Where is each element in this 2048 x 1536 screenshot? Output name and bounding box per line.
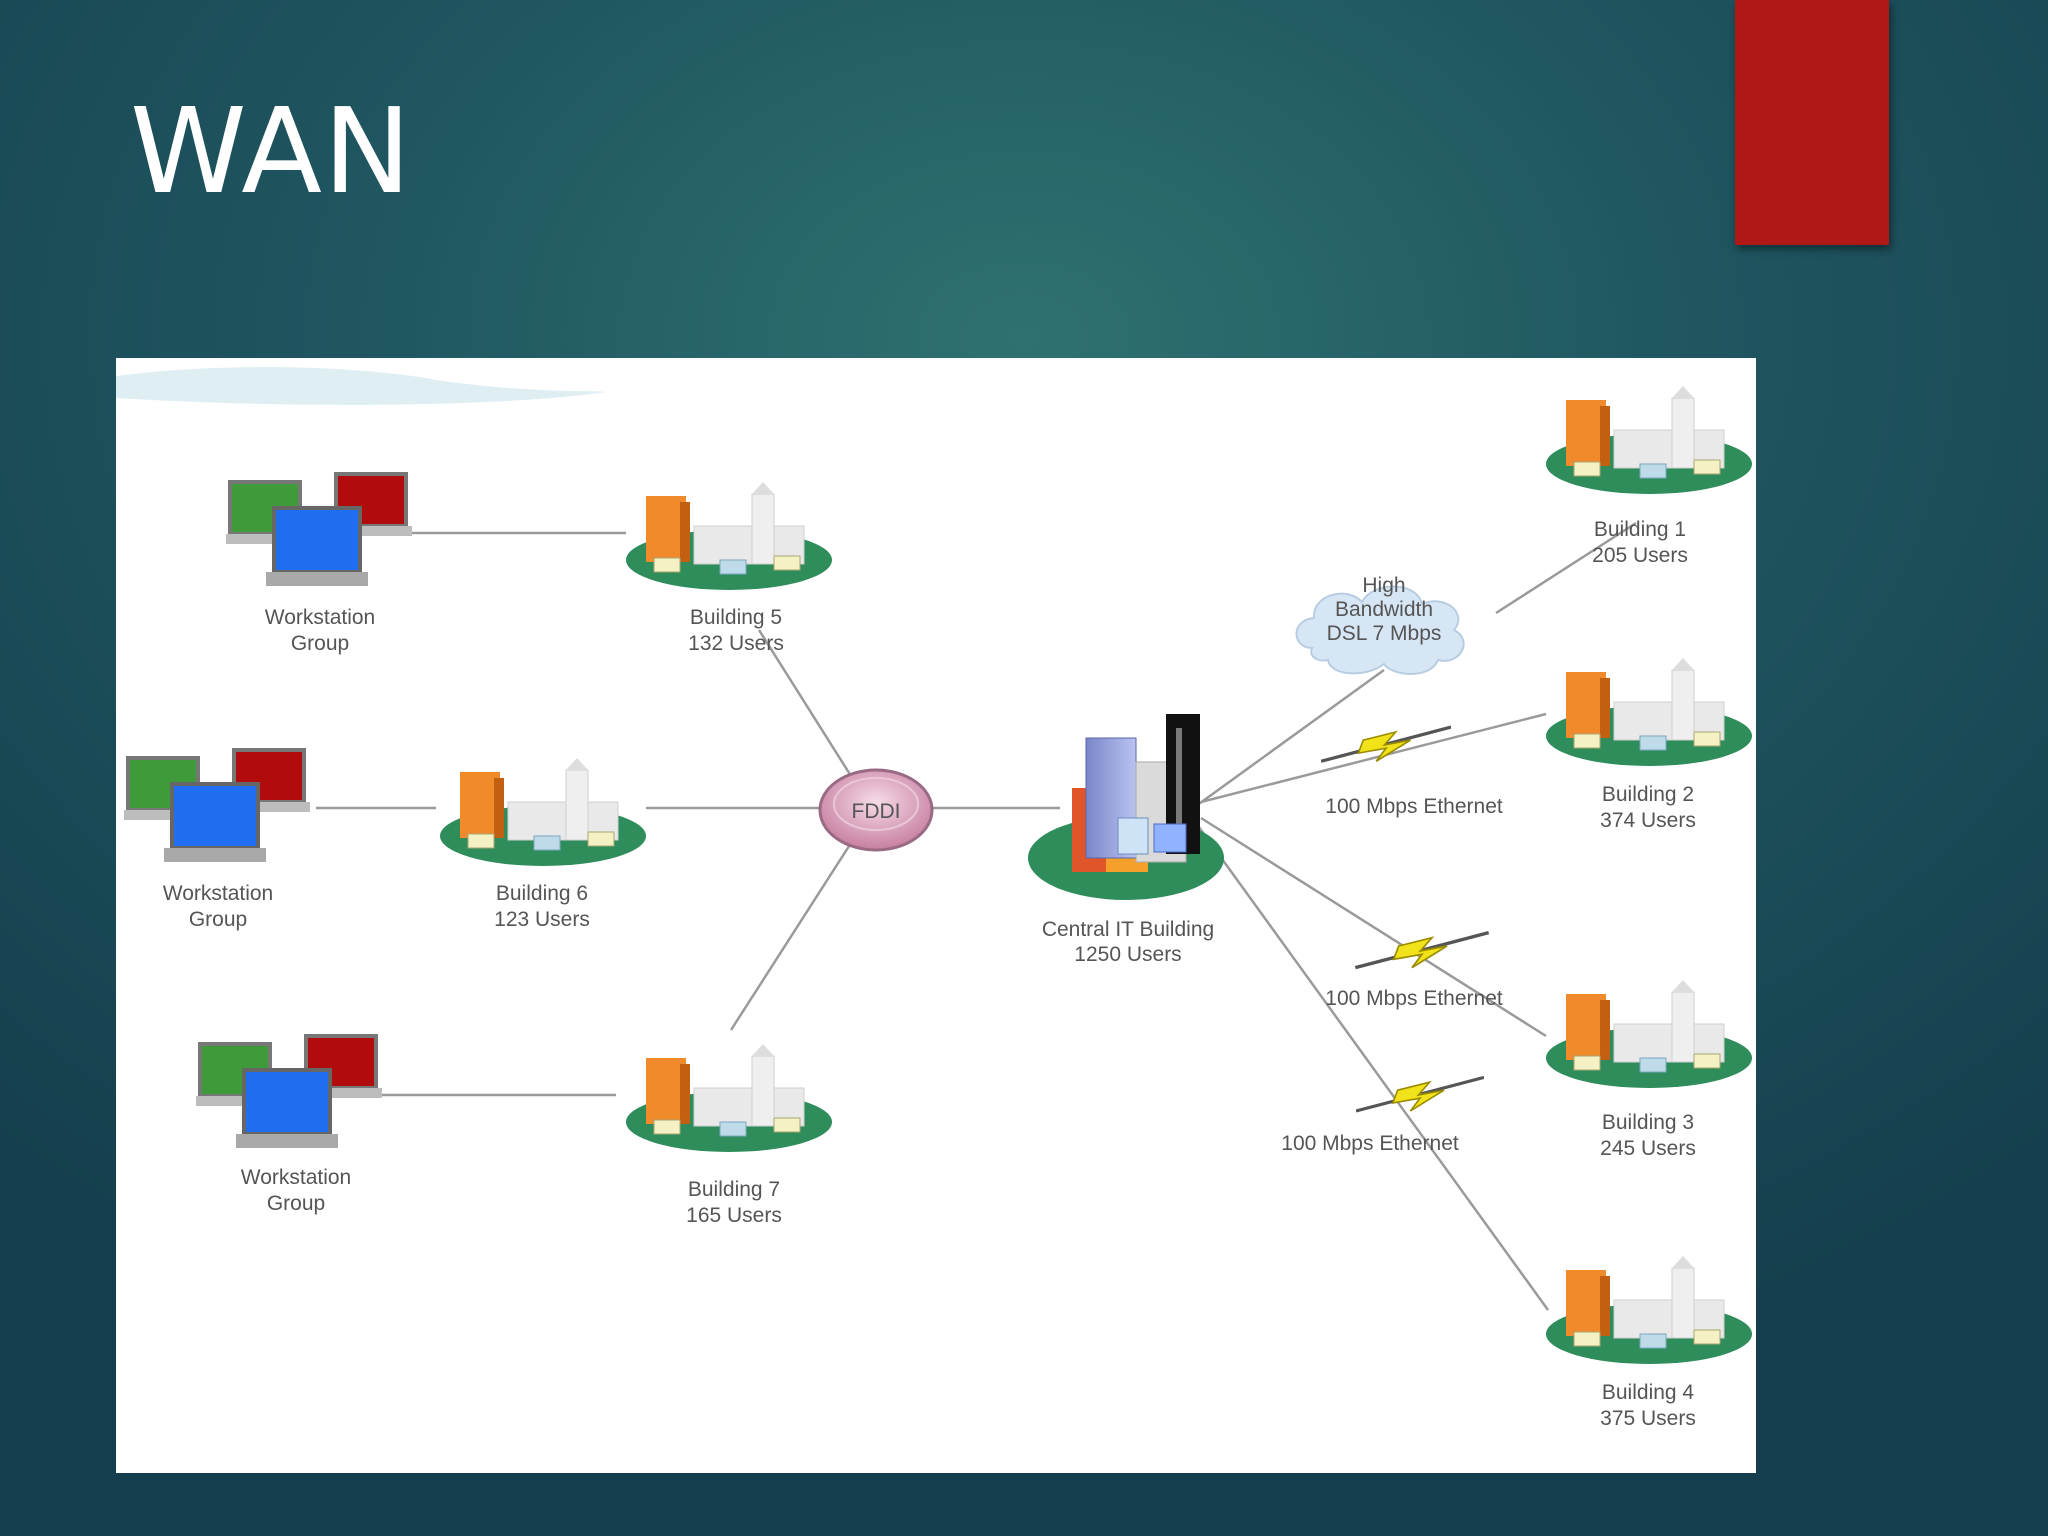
- link-label: 100 Mbps Ethernet: [1281, 1132, 1459, 1155]
- slide-title: WAN: [130, 82, 413, 220]
- workstation-label: Group: [267, 1192, 325, 1215]
- building-5-icon: [625, 482, 833, 591]
- workstation-label: Workstation: [265, 606, 376, 629]
- building-3-icon: [1545, 980, 1753, 1089]
- link-label: 100 Mbps Ethernet: [1325, 987, 1503, 1010]
- building-label: Building 1: [1594, 518, 1686, 541]
- cloud-label: DSL 7 Mbps: [1327, 622, 1442, 645]
- lightning-bolt-icon: [1356, 1075, 1484, 1113]
- workstation-label: Group: [189, 908, 247, 931]
- building-label: Building 5: [690, 606, 782, 629]
- workstation-group-icon: [226, 472, 414, 588]
- dsl-cloud-icon: [1295, 585, 1465, 675]
- building-label: Building 3: [1602, 1111, 1694, 1134]
- workstation-label: Group: [291, 632, 349, 655]
- fddi-hub-icon: [818, 768, 934, 852]
- hub-label: FDDI: [852, 800, 901, 823]
- cloud-label: High: [1362, 574, 1405, 597]
- building-label: 205 Users: [1592, 544, 1688, 567]
- network-links: [316, 521, 1637, 1311]
- building-label: 165 Users: [686, 1204, 782, 1227]
- building-label: 123 Users: [494, 908, 590, 931]
- cloud-label: Bandwidth: [1335, 598, 1433, 621]
- workstation-group-icon: [196, 1034, 384, 1150]
- workstation-group-icon: [124, 748, 312, 864]
- building-4-icon: [1545, 1256, 1753, 1365]
- building-6-icon: [439, 758, 647, 867]
- workstation-label: Workstation: [241, 1166, 352, 1189]
- building-label: Building 7: [688, 1178, 780, 1201]
- central-building-label: Central IT Building: [1042, 918, 1214, 941]
- building-7-icon: [625, 1044, 833, 1153]
- workstation-label: Workstation: [163, 882, 274, 905]
- building-1-icon: [1545, 386, 1753, 495]
- building-label: Building 4: [1602, 1381, 1695, 1404]
- network-diagram: 100 Mbps Ethernet 100 Mbps Ethernet 100 …: [116, 358, 1756, 1473]
- central-building-label: 1250 Users: [1074, 943, 1181, 966]
- building-label: 374 Users: [1600, 809, 1696, 832]
- building-label: 132 Users: [688, 632, 784, 655]
- building-label: Building 2: [1602, 783, 1694, 806]
- lightning-bolt-icon: [1354, 930, 1490, 970]
- accent-bar: [1735, 0, 1889, 245]
- link-label: 100 Mbps Ethernet: [1325, 795, 1503, 818]
- central-it-building-icon: [1028, 714, 1224, 900]
- building-label: Building 6: [496, 882, 588, 905]
- decorative-swoosh: [116, 367, 606, 405]
- building-label: 375 Users: [1600, 1407, 1696, 1430]
- building-label: 245 Users: [1600, 1137, 1696, 1160]
- building-2-icon: [1545, 658, 1753, 767]
- network-diagram-svg: 100 Mbps Ethernet 100 Mbps Ethernet 100 …: [116, 367, 1753, 1430]
